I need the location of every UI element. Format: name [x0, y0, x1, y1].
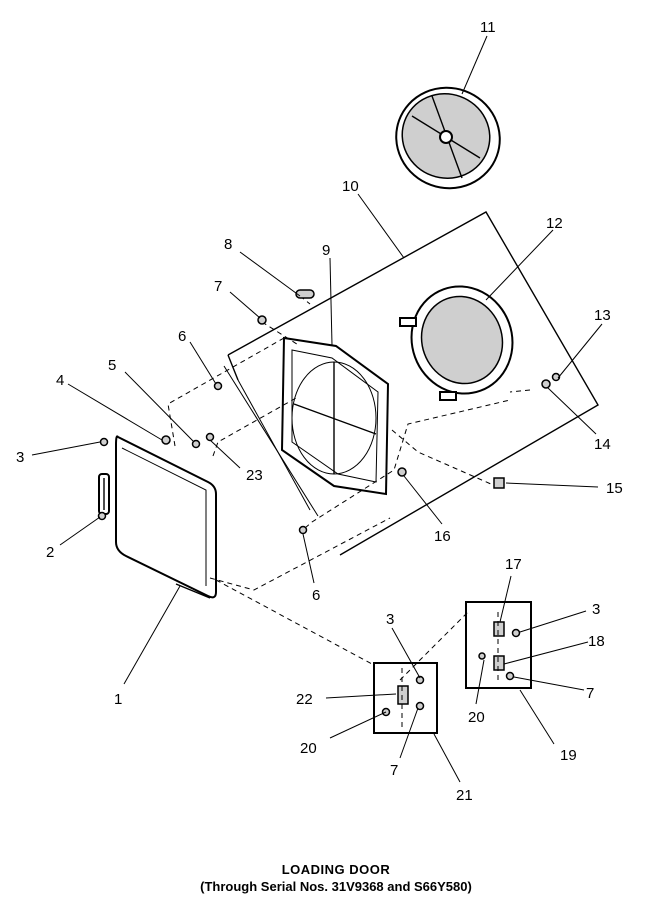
callout-23: 23 [246, 467, 263, 484]
callout-22: 22 [296, 691, 313, 708]
callout-3c: 3 [592, 601, 600, 618]
callout-15: 15 [606, 480, 623, 497]
callout-5: 5 [108, 357, 116, 374]
callout-9: 9 [322, 242, 330, 259]
callout-20: 20 [300, 740, 317, 757]
callout-7b: 7 [390, 762, 398, 779]
callout-1: 1 [114, 691, 122, 708]
callout-labels: 1 2 3 4 5 6 7 8 9 10 11 12 13 14 15 16 1… [16, 19, 623, 804]
callout-21: 21 [456, 787, 473, 804]
leader-lines [31, 35, 603, 783]
callout-11: 11 [480, 19, 496, 36]
callout-2: 2 [46, 544, 54, 561]
part-9-door-frame [280, 336, 390, 496]
callout-4: 4 [56, 372, 64, 389]
callout-14: 14 [594, 436, 611, 453]
callout-3b: 3 [386, 611, 394, 628]
part-21-hinge-plate [373, 662, 438, 734]
callout-10: 10 [342, 178, 359, 195]
part-11-lint-screen [395, 86, 501, 190]
callout-16: 16 [434, 528, 451, 545]
callout-6b: 6 [312, 587, 320, 604]
diagram-title: LOADING DOOR [281, 862, 391, 877]
part-1-loading-door [115, 435, 217, 599]
assembly-dashed-lines [167, 295, 531, 681]
part-2-handle [98, 473, 110, 515]
callout-12: 12 [546, 215, 563, 232]
callout-13: 13 [594, 307, 611, 324]
part-19-hinge-plate [465, 601, 532, 689]
callout-7c: 7 [586, 685, 594, 702]
callout-20b: 20 [468, 709, 485, 726]
callout-19: 19 [560, 747, 577, 764]
callout-6: 6 [178, 328, 186, 345]
callout-7: 7 [214, 278, 222, 295]
diagram-subtitle: (Through Serial Nos. 31V9368 and S66Y580… [200, 879, 472, 894]
callout-17: 17 [505, 556, 522, 573]
callout-3: 3 [16, 449, 24, 466]
part-12-seal-ring [399, 285, 514, 401]
callout-18: 18 [588, 633, 605, 650]
callout-8: 8 [224, 236, 232, 253]
